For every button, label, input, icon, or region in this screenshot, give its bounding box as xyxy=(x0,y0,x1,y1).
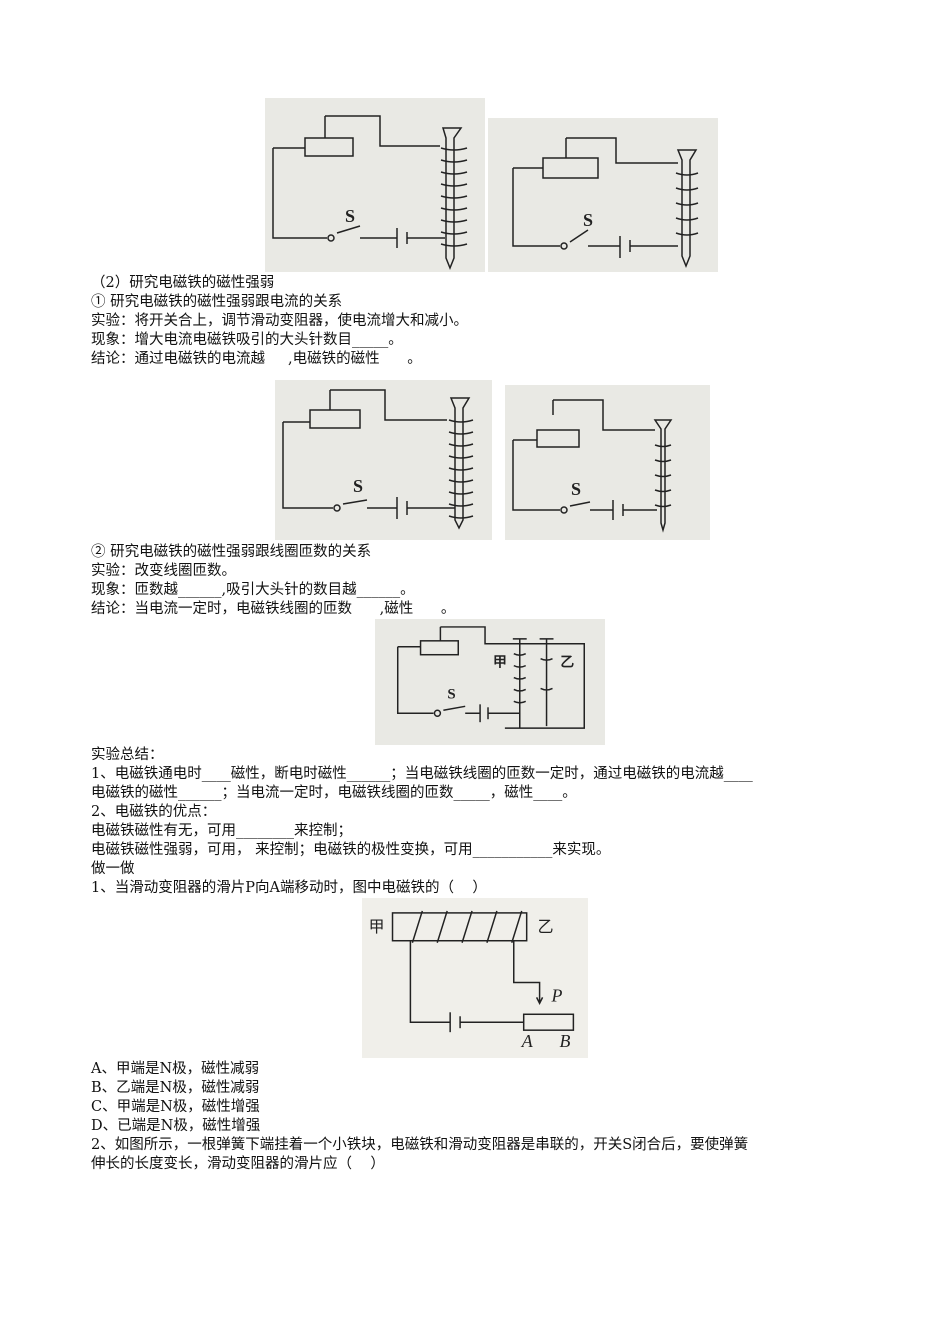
yi-label: 乙 xyxy=(560,655,574,671)
question-2-line: 2、如图所示，一根弹簧下端挂着一个小铁块，电磁铁和滑动变阻器是串联的，开关S闭合… xyxy=(91,1137,749,1153)
text-line: 2、电磁铁的优点： xyxy=(91,804,217,820)
section-turns-relation: ② 研究电磁铁的磁性强弱跟线圈匝数的关系实验：改变线圈匝数。现象：匝数越____… xyxy=(91,543,455,619)
switch-label: S xyxy=(571,479,581,499)
section-summary: 实验总结： 1、电磁铁通电时____磁性，断电时磁性______；当电磁铁线圈的匝… xyxy=(91,746,753,898)
text-line: ② 研究电磁铁的磁性强弱跟线圈匝数的关系 xyxy=(91,544,372,560)
text-line: 现象：增大电流电磁铁吸引的大头针数目_____。 xyxy=(91,332,403,348)
text-line: （2）研究电磁铁的磁性强弱 xyxy=(91,275,275,291)
option-b: B、乙端是N极，磁性减弱 xyxy=(91,1080,260,1096)
text-line: 做一做 xyxy=(91,861,135,877)
section-current-relation: （2）研究电磁铁的磁性强弱 ① 研究电磁铁的磁性强弱跟电流的关系实验：将开关合上，… xyxy=(91,274,468,369)
yi-label: 乙 xyxy=(538,919,554,936)
switch-label: S xyxy=(447,686,455,702)
b-label: B xyxy=(559,1031,570,1051)
switch-label: S xyxy=(345,206,355,226)
circuit-figure-1a: S xyxy=(265,98,485,272)
section-questions: A、甲端是N极，磁性减弱 B、乙端是N极，磁性减弱 C、甲端是N极，磁性增强 D、已端… xyxy=(91,1060,748,1174)
text-line: 电磁铁磁性有无，可用________来控制； xyxy=(91,823,352,839)
text-line: 现象：匝数越______,吸引大头针的数目越______。 xyxy=(91,582,415,598)
circuit-figure-1b: S xyxy=(488,118,718,272)
circuit-figure-4: 甲 乙 P A B xyxy=(362,898,588,1058)
switch-label: S xyxy=(353,476,363,496)
jia-label: 甲 xyxy=(493,655,507,671)
circuit-figure-2a: S xyxy=(275,380,492,540)
a-label: A xyxy=(521,1031,533,1051)
jia-label: 甲 xyxy=(369,919,385,936)
text-line: 1、电磁铁通电时____磁性，断电时磁性______；当电磁铁线圈的匝数一定时，… xyxy=(91,766,753,782)
text-line: 电磁铁的磁性______；当电流一定时，电磁铁线圈的匝数_____，磁性____… xyxy=(91,785,577,801)
text-line: 结论：当电流一定时，电磁铁线圈的匝数 ,磁性 。 xyxy=(91,601,456,617)
text-line: 电磁铁磁性强弱，可用， 来控制；电磁铁的极性变换，可用___________来实… xyxy=(91,842,611,858)
text-line: ① 研究电磁铁的磁性强弱跟电流的关系 xyxy=(91,294,343,310)
circuit-figure-2b: S xyxy=(505,385,710,540)
option-a: A、甲端是N极，磁性减弱 xyxy=(91,1061,260,1077)
text-line: 1、当滑动变阻器的滑片P向A端移动时，图中电磁铁的（ ） xyxy=(91,880,487,896)
option-d: D、已端是N极，磁性增强 xyxy=(91,1118,261,1134)
text-line: 结论：通过电磁铁的电流越 ,电磁铁的磁性 。 xyxy=(91,351,422,367)
text-line: 实验：改变线圈匝数。 xyxy=(91,563,236,579)
switch-label: S xyxy=(583,210,593,230)
text-line: 实验总结： xyxy=(91,747,164,763)
p-label: P xyxy=(551,985,563,1005)
text-line: 实验：将开关合上，调节滑动变阻器，使电流增大和减小。 xyxy=(91,313,468,329)
question-2-line: 伸长的长度变长，滑动变阻器的滑片应（ ） xyxy=(91,1156,385,1172)
circuit-figure-3: 甲 乙 S xyxy=(375,619,605,745)
option-c: C、甲端是N极，磁性增强 xyxy=(91,1099,260,1115)
